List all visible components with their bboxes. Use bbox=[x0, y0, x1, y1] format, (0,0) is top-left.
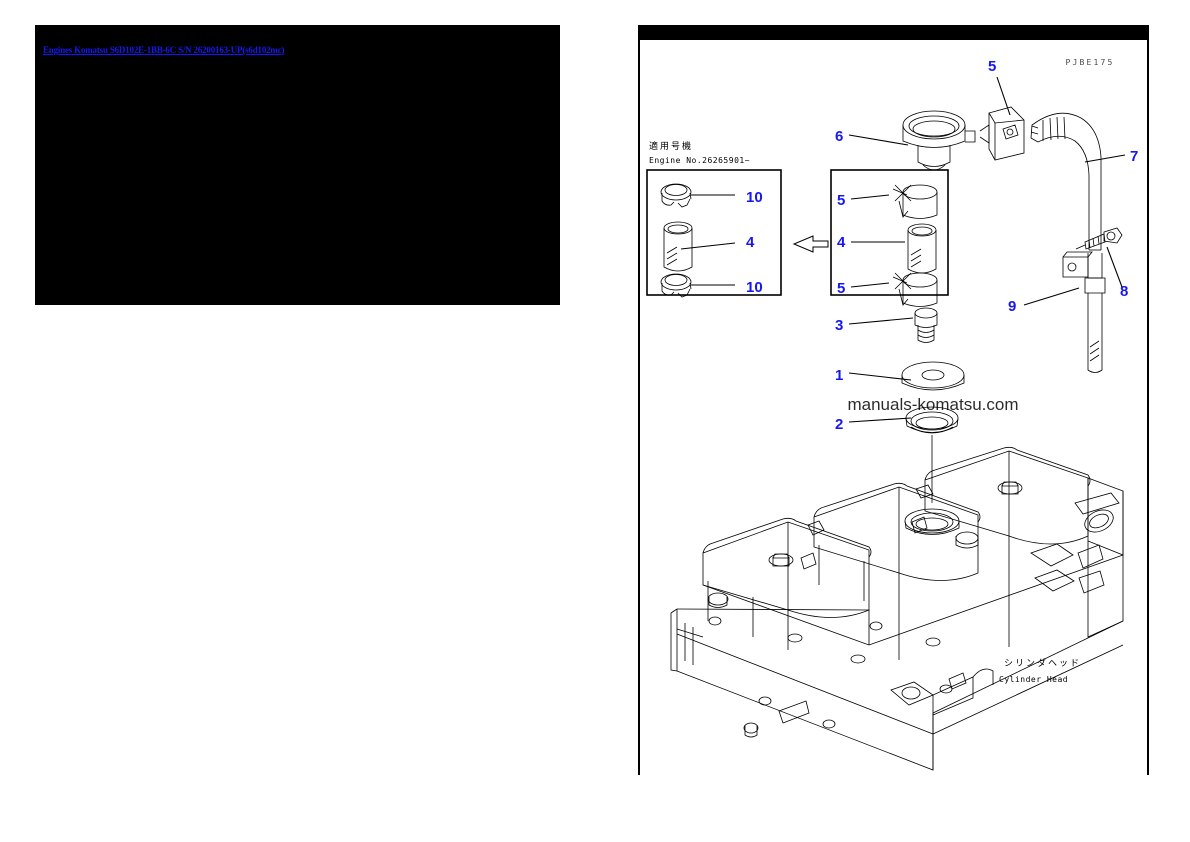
part-hose-clamp-bracket-drawing bbox=[1062, 251, 1106, 373]
callout-7: 7 bbox=[1130, 148, 1138, 165]
callout-5-inset-top: 5 bbox=[837, 192, 845, 209]
parts-diagram-panel: PJBE175 適用号機 Engine No.26265901~ 10 bbox=[633, 25, 1149, 775]
part-retaining-clip-drawing bbox=[979, 106, 1025, 161]
part-washer-drawing bbox=[901, 361, 965, 391]
callout-3: 3 bbox=[835, 317, 843, 334]
applicability-en-label: Engine No.26265901~ bbox=[649, 156, 750, 165]
inset-box-right: 5 4 5 bbox=[830, 169, 949, 307]
cylinder-head-en-label: Cylinder Head bbox=[999, 675, 1068, 684]
callout-9: 9 bbox=[1008, 298, 1016, 315]
part-breather-hose-drawing bbox=[1030, 112, 1102, 251]
callout-8: 8 bbox=[1120, 283, 1128, 300]
callout-1: 1 bbox=[835, 367, 843, 384]
frame-right-border bbox=[1147, 40, 1149, 775]
part-seal-drawing bbox=[905, 406, 959, 434]
frame-left-border bbox=[638, 40, 640, 775]
cylinder-head-drawing bbox=[670, 446, 1124, 771]
part-bolt-drawing bbox=[1075, 227, 1123, 250]
catalog-preview-panel: Engines Komatsu S6D102E-1BB-6C S/N 26200… bbox=[35, 25, 560, 305]
page-code-label: PJBE175 bbox=[1065, 58, 1114, 67]
parts-diagram-drawing: PJBE175 適用号機 Engine No.26265901~ 10 bbox=[646, 58, 1138, 771]
callout-6: 6 bbox=[835, 128, 843, 145]
part-plug-drawing bbox=[914, 307, 938, 343]
part-clamped-connector-top-drawing bbox=[892, 184, 938, 219]
callout-5-top: 5 bbox=[988, 58, 996, 75]
callout-5-inset-bottom: 5 bbox=[837, 280, 845, 297]
callout-4-inset: 4 bbox=[837, 234, 846, 251]
callout-4-left: 4 bbox=[746, 234, 755, 251]
callout-10-top: 10 bbox=[746, 189, 763, 206]
inset-transfer-arrow bbox=[792, 235, 829, 253]
part-clamp-bottom-drawing bbox=[660, 273, 692, 298]
inset-box-left: 10 4 10 bbox=[646, 169, 782, 298]
callout-10-bottom: 10 bbox=[746, 279, 763, 296]
part-clamped-connector-bottom-drawing bbox=[892, 272, 938, 307]
part-connector-drawing bbox=[663, 221, 693, 272]
part-breather-cap-drawing bbox=[902, 110, 976, 171]
part-clamp-top-drawing bbox=[660, 183, 692, 208]
part-connector-inset-drawing bbox=[907, 223, 937, 274]
callout-2: 2 bbox=[835, 416, 843, 433]
cylinder-head-jp-label: シリンダヘッド bbox=[1004, 657, 1081, 669]
frame-top-bar bbox=[638, 25, 1149, 40]
watermark-text: manuals-komatsu.com bbox=[847, 395, 1018, 414]
applicability-jp-label: 適用号機 bbox=[649, 140, 693, 152]
catalog-title-link[interactable]: Engines Komatsu S6D102E-1BB-6C S/N 26200… bbox=[43, 45, 285, 55]
